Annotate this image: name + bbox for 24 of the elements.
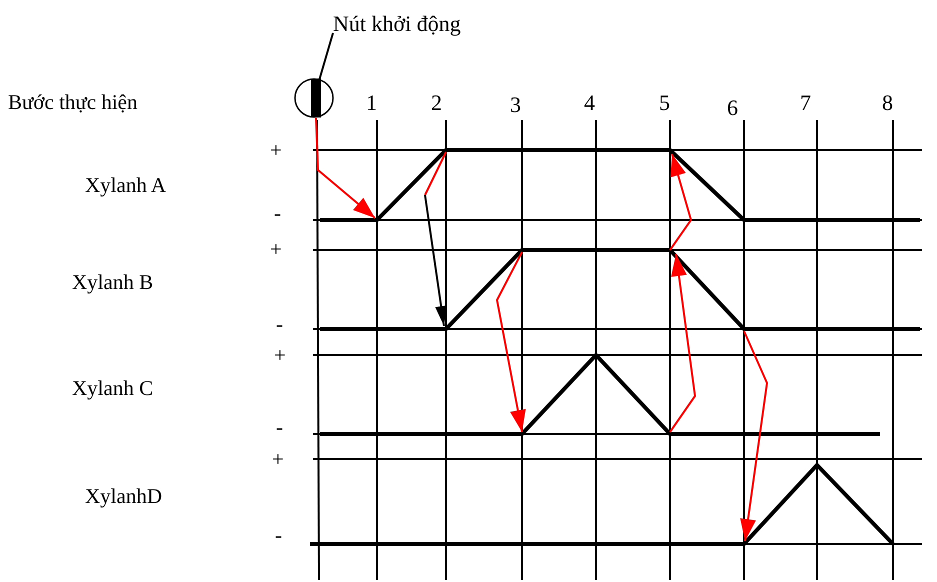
callout-text: Nút khởi động	[333, 13, 461, 35]
position-sign: -	[276, 314, 283, 335]
position-sign: +	[270, 140, 282, 161]
step-number: 7	[800, 92, 811, 114]
step-number: 4	[584, 92, 595, 114]
leader-line	[318, 32, 334, 80]
step-number: 3	[510, 94, 521, 116]
step-number: 1	[366, 92, 377, 114]
cylinder-name: Xylanh C	[72, 378, 154, 399]
signal-arrow	[315, 118, 376, 219]
step-number: 2	[431, 92, 442, 114]
cylinder-name: Xylanh B	[72, 272, 154, 293]
position-sign: +	[272, 449, 284, 470]
position-sign: +	[274, 345, 286, 366]
position-sign: +	[270, 239, 282, 260]
step-number: 5	[659, 92, 670, 114]
cylinder-name: XylanhD	[85, 486, 162, 507]
cylinder-name: Xylanh A	[85, 175, 166, 196]
position-sign: -	[274, 203, 281, 224]
step-heading: Bước thực hiện	[8, 92, 138, 113]
position-sign: -	[276, 417, 283, 438]
position-sign: -	[275, 525, 282, 546]
step-number: 6	[727, 97, 738, 119]
step-number: 8	[882, 92, 893, 114]
